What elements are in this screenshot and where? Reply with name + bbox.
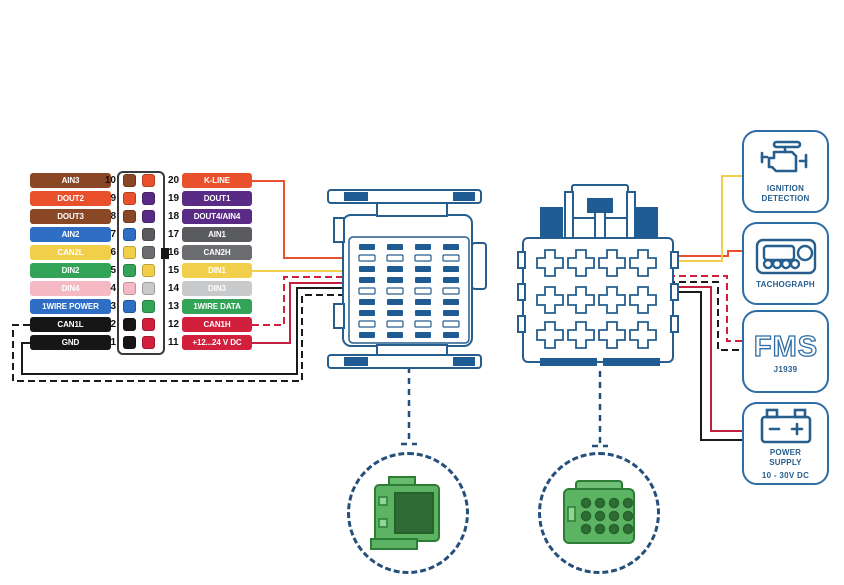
fms-sublabel: J1939 (773, 364, 798, 374)
main-connector-photo-circle (347, 452, 469, 574)
can1l-wire-right (668, 281, 743, 351)
tachograph-box: TACHOGRAPH (742, 222, 829, 305)
gnd-wire-left (21, 287, 346, 375)
can1h-wire-left (252, 276, 346, 326)
kline-wire-left (252, 180, 346, 259)
tachograph-icon (755, 238, 816, 274)
connector1-pin-slots (358, 244, 460, 338)
green-fms-connector-photo (563, 480, 635, 544)
fms-box: FMS J1939 (742, 310, 829, 393)
green-connector-photo (370, 476, 440, 550)
din1-wire-right (668, 175, 743, 262)
connector1-mount-tabs (344, 192, 475, 366)
can1l-wire-left (12, 294, 346, 382)
kline-wire-right (668, 250, 743, 257)
connector2-terminal-holes (536, 249, 657, 349)
main-connector-drawing (327, 189, 487, 369)
battery-icon (760, 408, 811, 443)
fms-connector-drawing (517, 184, 679, 366)
connector2-latch-tabs (540, 198, 660, 366)
ignition-detection-box: IGNITION DETECTION (742, 130, 829, 213)
gnd-wire-right (668, 291, 743, 441)
fms-label: FMS (753, 331, 817, 362)
power-wire-left (252, 282, 346, 344)
fms-outline-text: FMS (753, 330, 818, 362)
power-supply-sublabel: 10 - 30V DC (761, 471, 810, 481)
tachograph-label: TACHOGRAPH (756, 279, 815, 289)
power-wire-right (668, 286, 743, 432)
power-supply-label: POWER SUPPLY (769, 447, 802, 467)
fms-connector-photo-circle (538, 452, 660, 574)
power-supply-box: POWER SUPPLY 10 - 30V DC (742, 402, 829, 485)
engine-icon (760, 140, 807, 172)
ignition-detection-label: IGNITION DETECTION (761, 183, 810, 203)
can1h-wire-right (668, 275, 743, 342)
